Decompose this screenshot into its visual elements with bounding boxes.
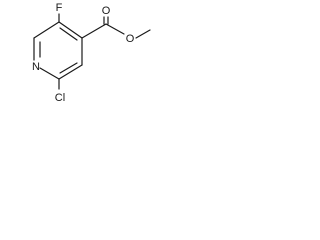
atom-label-ester-oxygen: O — [126, 33, 135, 45]
bond-ring-c5-c6-inner — [59, 62, 78, 74]
bond-ring-c5-c6 — [58, 64, 83, 80]
ester-group — [81, 16, 151, 39]
bond-ring-c3-c4 — [58, 21, 83, 39]
bond-ring-c6-n — [39, 67, 60, 80]
bond-c4-carbonyl-c — [81, 23, 107, 39]
atom-label-nitrogen: N — [32, 61, 40, 73]
bond-ring-c3-c4-inner — [59, 27, 78, 41]
bond-carbonyl-c-ester-o — [105, 23, 125, 35]
atom-label-carbonyl-oxygen: O — [102, 5, 111, 17]
pyridine-ring — [33, 21, 83, 80]
atom-label-fluorine: F — [56, 2, 63, 14]
bond-ring-c2-c3 — [33, 21, 60, 39]
bond-ester-o-methyl — [135, 29, 151, 39]
atom-label-chlorine: Cl — [55, 92, 65, 104]
structure-diagram: F N Cl O O — [32, 2, 151, 104]
